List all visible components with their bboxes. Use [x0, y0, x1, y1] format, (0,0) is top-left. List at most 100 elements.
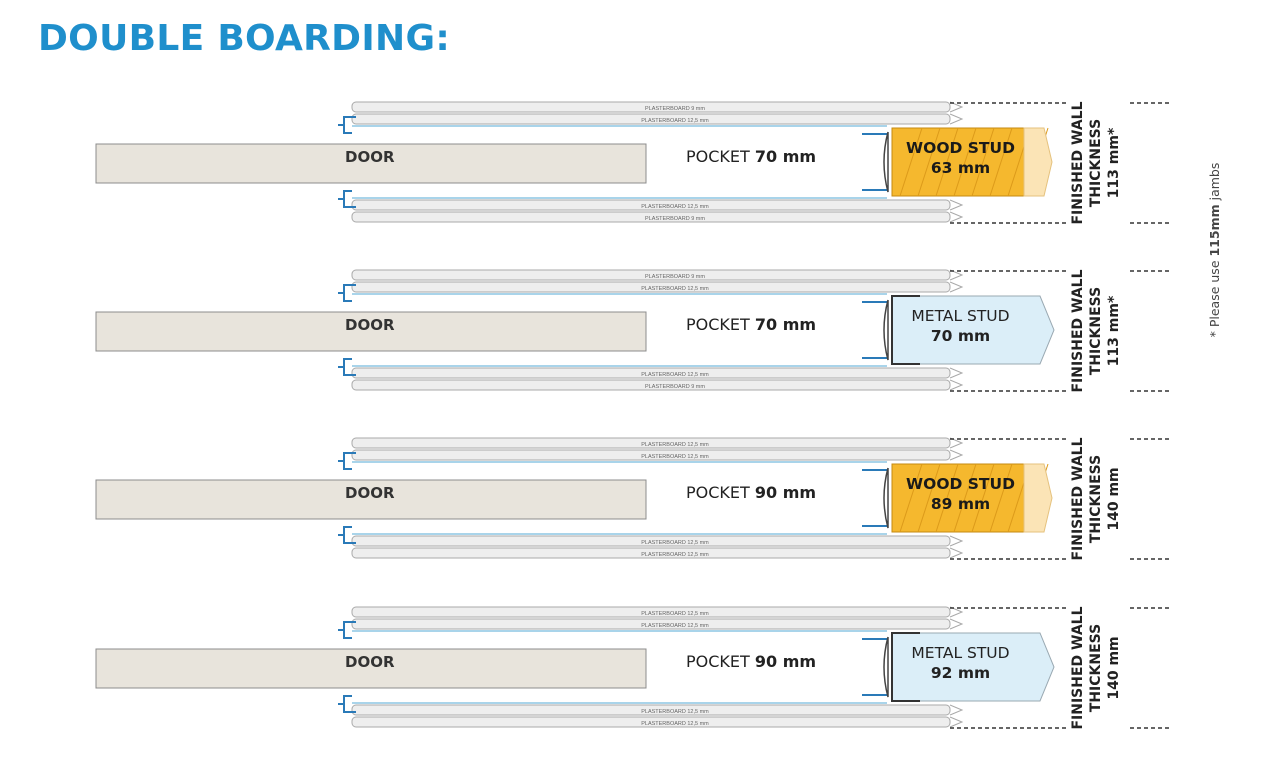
pocket-label: POCKET 70 mm	[686, 147, 816, 166]
plasterboard-bottom-inner	[351, 535, 951, 547]
fwt-line-2: THICKNESS	[1088, 286, 1104, 376]
plasterboard-top-outer	[351, 101, 951, 113]
assembly-drawing: PLASTERBOARD 12,5 mm PLASTERBOARD 12,5 mm…	[95, 606, 1172, 729]
plasterboard-bottom-outer-end	[949, 547, 964, 559]
door-guide-bottom	[338, 695, 356, 713]
plasterboard-top-outer-label: PLASTERBOARD 12,5 mm	[641, 611, 709, 617]
stud-label: WOOD STUD 89 mm	[893, 474, 1028, 514]
pocket-prefix: POCKET	[686, 315, 755, 334]
pocket-frame-bottom	[352, 197, 887, 199]
plasterboard-bottom-inner-label: PLASTERBOARD 12,5 mm	[641, 709, 709, 715]
pocket-frame-top	[352, 125, 887, 127]
plasterboard-top-inner	[351, 618, 951, 630]
wood-grain	[971, 463, 995, 533]
door-label: DOOR	[345, 316, 395, 334]
fwt-line-1: FINISHED WALL	[1070, 101, 1086, 225]
stud-name: WOOD STUD	[906, 475, 1015, 493]
metal-stud-channel	[891, 632, 920, 702]
plasterboard-top-outer	[351, 437, 951, 449]
plasterboard-bottom-inner-end	[949, 199, 964, 211]
plasterboard-bottom-inner-end	[949, 535, 964, 547]
wood-grain	[899, 463, 923, 533]
plasterboard-bottom-outer	[351, 716, 951, 728]
plasterboard-bottom-outer	[351, 211, 951, 223]
wood-grain	[935, 127, 959, 197]
plasterboard-top-outer	[351, 606, 951, 618]
jamb-profile	[883, 636, 889, 698]
plasterboard-top-inner-end	[949, 449, 964, 461]
plasterboard-bottom-outer-label: PLASTERBOARD 12,5 mm	[641, 721, 709, 727]
plasterboard-bottom-inner-label: PLASTERBOARD 12,5 mm	[641, 204, 709, 210]
wood-grain	[899, 127, 923, 197]
door-guide-bottom	[338, 190, 356, 208]
fwt-value: 140 mm	[1106, 636, 1122, 700]
pocket-prefix: POCKET	[686, 147, 755, 166]
plasterboard-bottom-outer-label: PLASTERBOARD 12,5 mm	[641, 552, 709, 558]
wood-stud-cut	[1023, 127, 1053, 197]
pocket-frame-top	[352, 461, 887, 463]
assembly-3: PLASTERBOARD 12,5 mm PLASTERBOARD 12,5 mm…	[0, 434, 1280, 574]
wood-grain	[917, 463, 941, 533]
pocket-value: 90 mm	[754, 652, 817, 671]
door-guide-top	[338, 621, 356, 639]
wood-grain	[989, 463, 1013, 533]
stud-name: METAL STUD	[911, 644, 1010, 662]
fwt-value: 140 mm	[1106, 467, 1122, 531]
jamb-profile	[883, 299, 889, 361]
wood-grain	[953, 463, 977, 533]
fwt-line-2: THICKNESS	[1088, 454, 1104, 544]
pocket-label: POCKET 90 mm	[686, 652, 816, 671]
plasterboard-top-inner	[351, 449, 951, 461]
jamb-profile	[883, 467, 889, 529]
plasterboard-top-inner-label: PLASTERBOARD 12,5 mm	[641, 454, 709, 460]
plasterboard-bottom-outer-end	[949, 716, 964, 728]
plasterboard-bottom-inner-end	[949, 704, 964, 716]
plasterboard-bottom-outer-end	[949, 379, 964, 391]
assembly-drawing: PLASTERBOARD 12,5 mm PLASTERBOARD 12,5 mm…	[95, 437, 1172, 560]
plasterboard-bottom-inner	[351, 704, 951, 716]
stud-size: 89 mm	[930, 495, 991, 513]
metal-stud-channel	[891, 295, 920, 365]
pocket-frame-bottom	[352, 365, 887, 367]
door-guide-bottom	[338, 358, 356, 376]
plasterboard-bottom-outer	[351, 547, 951, 559]
pocket-prefix: POCKET	[686, 652, 755, 671]
jamb-lines	[862, 133, 888, 191]
door-panel	[95, 143, 647, 184]
door-panel	[95, 648, 647, 689]
plasterboard-top-inner	[351, 113, 951, 125]
fwt-line-1: FINISHED WALL	[1070, 437, 1086, 561]
door-guide-top	[338, 116, 356, 134]
wood-grain	[989, 127, 1013, 197]
wood-grain	[971, 127, 995, 197]
stud-size: 92 mm	[930, 664, 991, 682]
fwt-value: 113 mm*	[1106, 295, 1122, 367]
plasterboard-top-inner	[351, 281, 951, 293]
fwt-value: 113 mm*	[1106, 127, 1122, 199]
pocket-label: POCKET 90 mm	[686, 483, 816, 502]
plasterboard-top-inner-end	[949, 618, 964, 630]
pocket-frame-top	[352, 630, 887, 632]
door-panel	[95, 479, 647, 520]
plasterboard-bottom-inner	[351, 367, 951, 379]
door-guide-bottom	[338, 526, 356, 544]
pocket-prefix: POCKET	[686, 483, 755, 502]
plasterboard-top-inner-label: PLASTERBOARD 12,5 mm	[641, 118, 709, 124]
stud-name: METAL STUD	[911, 307, 1010, 325]
door-label: DOOR	[345, 484, 395, 502]
jamb-lines	[862, 469, 888, 527]
pocket-frame-top	[352, 293, 887, 295]
plasterboard-top-outer-label: PLASTERBOARD 12,5 mm	[641, 442, 709, 448]
plasterboard-top-inner-label: PLASTERBOARD 12,5 mm	[641, 286, 709, 292]
fwt-line-2: THICKNESS	[1088, 623, 1104, 713]
wood-stud-cut	[1023, 463, 1053, 533]
pocket-frame-bottom	[352, 702, 887, 704]
plasterboard-bottom-outer-end	[949, 211, 964, 223]
wood-grain	[935, 463, 959, 533]
